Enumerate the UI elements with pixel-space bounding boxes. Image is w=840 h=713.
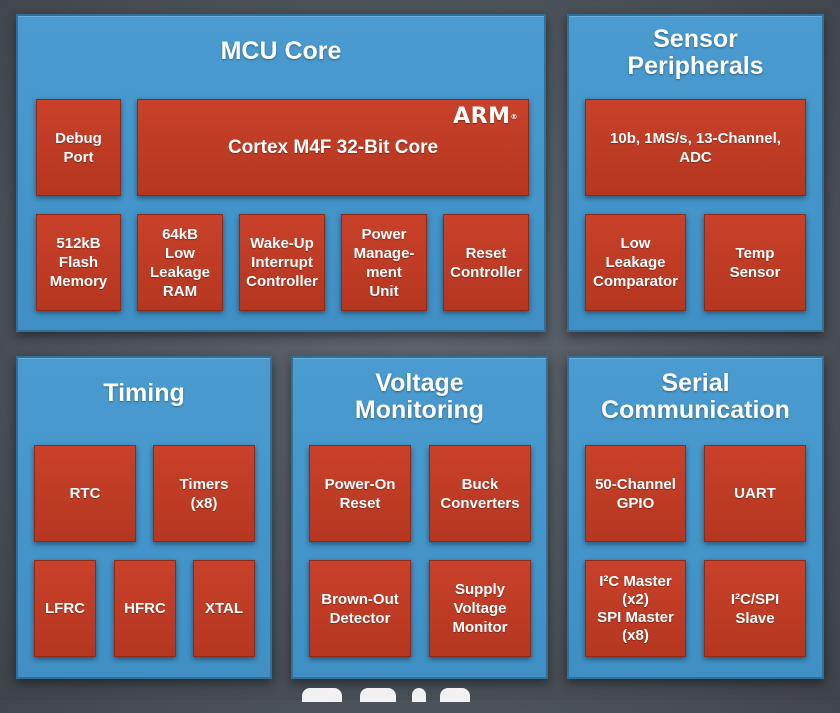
serial-communication-panel: Serial Communication 50-Channel GPIO UAR…: [567, 356, 824, 679]
mcu-core-title: MCU Core: [220, 37, 342, 65]
i2c-spi-slave-block: I²C/SPI Slave: [704, 560, 806, 657]
supply-voltage-monitor-block: Supply Voltage Monitor: [429, 560, 531, 657]
gpio-block: 50-Channel GPIO: [585, 445, 686, 542]
hfrc-block: HFRC: [114, 560, 176, 657]
power-on-reset-block: Power-On Reset: [309, 445, 411, 542]
reset-controller-block: Reset Controller: [443, 214, 529, 311]
flash-memory-block: 512kB Flash Memory: [36, 214, 121, 311]
voltage-monitoring-title: Voltage Monitoring: [354, 369, 485, 424]
brown-out-detector-block: Brown-Out Detector: [309, 560, 411, 657]
sensor-peripherals-title: Sensor Peripherals: [627, 25, 764, 80]
i2c-spi-master-block: I²C Master (x2) SPI Master (x8): [585, 560, 686, 657]
mcu-core-panel: MCU Core Debug Port Cortex M4F 32-Bit Co…: [16, 14, 546, 332]
arm-logo: ARM®: [453, 104, 518, 129]
low-leakage-ram-block: 64kB Low Leakage RAM: [137, 214, 223, 311]
timers-block: Timers (x8): [153, 445, 255, 542]
debug-port-block: Debug Port: [36, 99, 121, 196]
timing-panel: Timing RTC Timers (x8) LFRC HFRC XTAL: [16, 356, 272, 679]
adc-block: 10b, 1MS/s, 13-Channel, ADC: [585, 99, 806, 196]
temp-sensor-block: Temp Sensor: [704, 214, 806, 311]
buck-converters-block: Buck Converters: [429, 445, 531, 542]
uart-block: UART: [704, 445, 806, 542]
low-leakage-comparator-block: Low Leakage Comparator: [585, 214, 686, 311]
sensor-peripherals-panel: Sensor Peripherals 10b, 1MS/s, 13-Channe…: [567, 14, 824, 332]
wakeup-interrupt-block: Wake-Up Interrupt Controller: [239, 214, 325, 311]
rtc-block: RTC: [34, 445, 136, 542]
cortex-core-block: Cortex M4F 32-Bit Core ARM®: [137, 99, 529, 196]
bottom-logo-fragment: [290, 683, 490, 713]
voltage-monitoring-panel: Voltage Monitoring Power-On Reset Buck C…: [291, 356, 548, 679]
xtal-block: XTAL: [193, 560, 255, 657]
lfrc-block: LFRC: [34, 560, 96, 657]
power-management-block: Power Manage- ment Unit: [341, 214, 427, 311]
timing-title: Timing: [103, 379, 185, 407]
serial-communication-title: Serial Communication: [601, 369, 790, 424]
